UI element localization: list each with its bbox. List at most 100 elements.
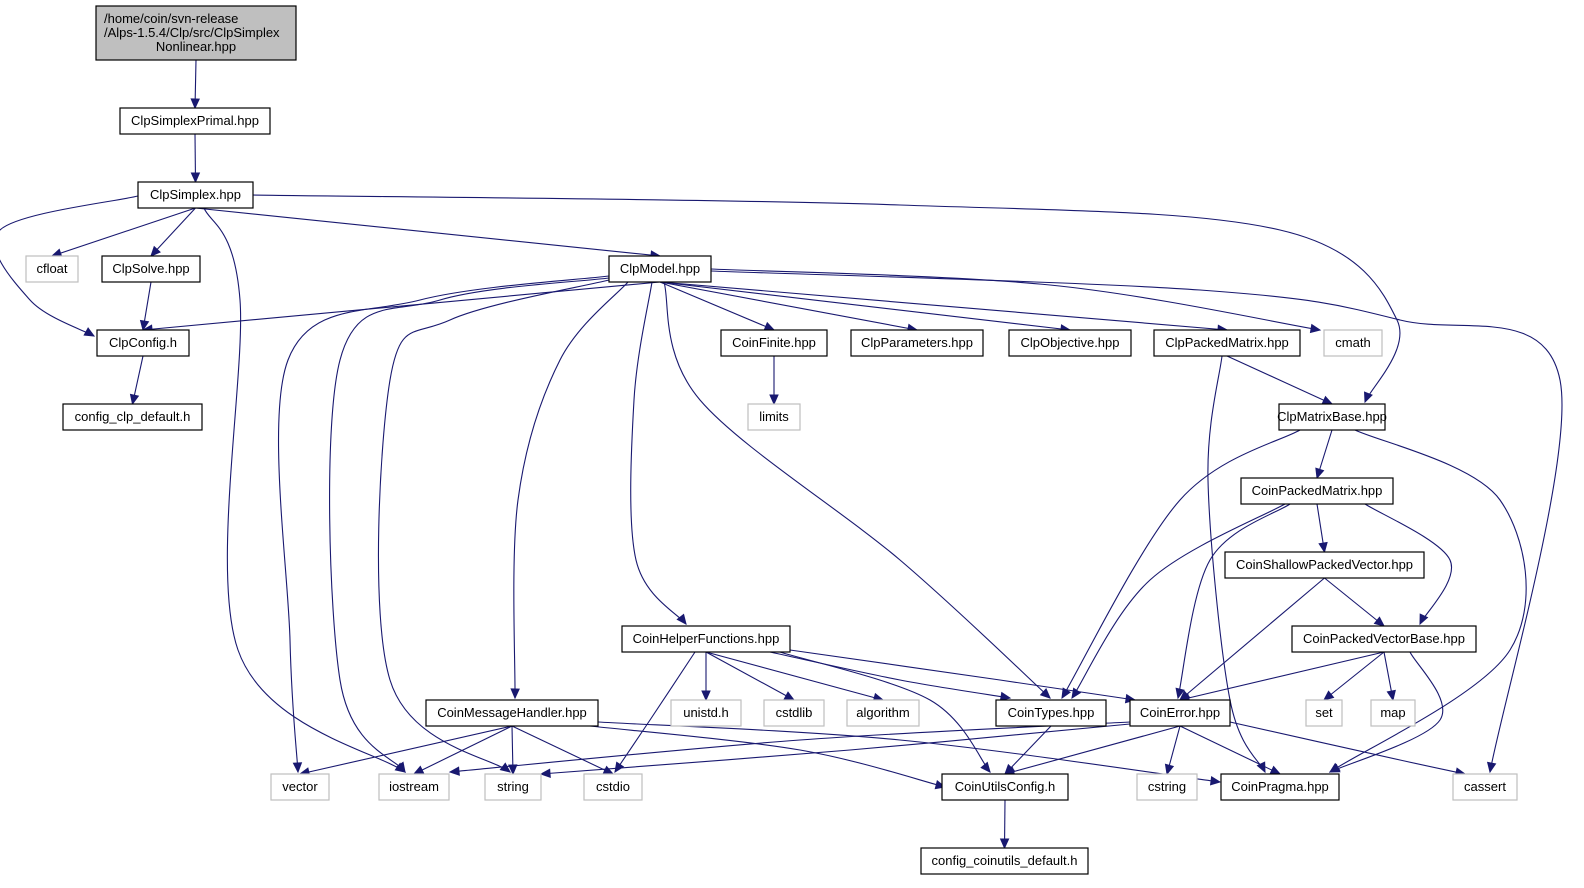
node-box: [25, 255, 79, 283]
node-label: config_clp_default.h: [75, 409, 191, 424]
node-config-coinutils-default[interactable]: config_coinutils_default.h: [920, 847, 1089, 875]
node-box: [137, 181, 254, 209]
node-algorithm: algorithm: [846, 699, 920, 727]
edge-line: [299, 725, 513, 775]
edge-arrowhead: [1419, 613, 1429, 626]
edge-line: [511, 725, 614, 775]
node-coin-pragma[interactable]: CoinPragma.hpp: [1220, 773, 1340, 801]
edge-coin-helper-functions-to-cstdio: [614, 651, 696, 774]
node-label: unistd.h: [683, 705, 729, 720]
edge-arrowhead: [508, 764, 518, 776]
node-clp-simplex[interactable]: ClpSimplex.hpp: [137, 181, 254, 209]
edge-line: [1226, 355, 1333, 405]
edge-arrowhead: [1486, 761, 1497, 774]
node-clp-packed-matrix[interactable]: ClpPackedMatrix.hpp: [1153, 329, 1301, 357]
node-box: [62, 403, 203, 431]
node-label: CoinTypes.hpp: [1008, 705, 1095, 720]
node-box: [425, 699, 599, 727]
edge-clp-simplex-to-clp-config: [0, 195, 139, 337]
node-coin-helper-functions[interactable]: CoinHelperFunctions.hpp: [621, 625, 791, 653]
node-root[interactable]: /home/coin/svn-release/Alps-1.5.4/Clp/sr…: [95, 5, 297, 61]
edge-arrowhead: [1323, 690, 1335, 701]
node-label: CoinMessageHandler.hpp: [437, 705, 587, 720]
node-label: string: [497, 779, 529, 794]
node-label: CoinShallowPackedVector.hpp: [1236, 557, 1413, 572]
node-coin-packed-matrix[interactable]: CoinPackedMatrix.hpp: [1240, 477, 1394, 505]
edge-arrowhead: [1321, 395, 1334, 405]
node-box: [747, 403, 801, 431]
edge-line: [789, 649, 1136, 701]
edge-line: [1364, 503, 1453, 625]
node-coin-utils-config[interactable]: CoinUtilsConfig.h: [941, 773, 1069, 801]
node-config-clp-default[interactable]: config_clp_default.h: [62, 403, 203, 431]
edge-coin-helper-functions-to-coin-utils-config: [779, 651, 991, 773]
node-coin-message-handler[interactable]: CoinMessageHandler.hpp: [425, 699, 599, 727]
node-clp-objective[interactable]: ClpObjective.hpp: [1008, 329, 1132, 357]
edge-coin-message-handler-to-coin-utils-config: [589, 725, 947, 790]
node-label: cmath: [1335, 335, 1370, 350]
edge-line: [659, 281, 1228, 331]
node-clp-simplex-primal[interactable]: ClpSimplexPrimal.hpp: [119, 107, 271, 135]
node-label: cstdio: [596, 779, 630, 794]
node-label: CoinPackedMatrix.hpp: [1252, 483, 1383, 498]
edge-line: [0, 195, 139, 337]
edge-coin-shallow-packed-vector-to-coin-packed-vector-base: [1324, 577, 1385, 627]
node-box: [1278, 403, 1386, 431]
edge-arrowhead: [129, 393, 140, 406]
edge-line: [1329, 651, 1444, 773]
node-clp-solve[interactable]: ClpSolve.hpp: [101, 255, 201, 283]
edge-coin-helper-functions-to-unistd: [701, 652, 711, 702]
edge-arrowhead: [448, 766, 460, 776]
node-coin-shallow-packed-vector[interactable]: CoinShallowPackedVector.hpp: [1224, 551, 1425, 579]
node-box: [1220, 773, 1340, 801]
node-clp-config[interactable]: ClpConfig.h: [96, 329, 190, 357]
edge-coin-message-handler-to-string: [508, 725, 518, 776]
edge-line: [540, 723, 1131, 775]
node-coin-finite[interactable]: CoinFinite.hpp: [720, 329, 828, 357]
edge-clp-solve-to-clp-config: [139, 281, 152, 332]
edge-clp-simplex-to-clp-matrix-base: [252, 194, 1401, 404]
node-clp-matrix-base[interactable]: ClpMatrixBase.hpp: [1277, 403, 1387, 431]
node-label: cstdlib: [776, 705, 813, 720]
node-box: [119, 107, 271, 135]
edge-clp-config-to-config-clp-default: [129, 355, 144, 406]
edge-arrowhead: [412, 765, 425, 775]
node-vector: vector: [270, 773, 330, 801]
edge-arrowhead: [1318, 541, 1328, 554]
edge-line: [377, 279, 610, 773]
node-label: algorithm: [856, 705, 909, 720]
edge-line: [449, 721, 1131, 773]
edge-coin-helper-functions-to-coin-error: [789, 649, 1137, 704]
node-box: [995, 699, 1107, 727]
edge-line: [659, 281, 918, 331]
node-box: [1008, 329, 1132, 357]
node-box: [96, 329, 190, 357]
node-label: config_coinutils_default.h: [932, 853, 1078, 868]
edge-clp-model-to-coin-types: [663, 281, 1051, 699]
edge-arrowhead: [1386, 689, 1396, 702]
edge-line: [413, 725, 513, 775]
node-label: CoinError.hpp: [1140, 705, 1220, 720]
edge-line: [51, 207, 196, 257]
node-box: [763, 699, 825, 727]
node-label: ClpParameters.hpp: [861, 335, 973, 350]
node-box: [1323, 329, 1383, 357]
node-coin-error[interactable]: CoinError.hpp: [1129, 699, 1231, 727]
edge-coin-error-to-coin-pragma: [1179, 725, 1282, 775]
node-clp-parameters[interactable]: ClpParameters.hpp: [850, 329, 984, 357]
edge-arrowhead: [139, 319, 150, 332]
node-box: [484, 773, 542, 801]
edge-arrowhead: [1164, 763, 1175, 776]
edge-line: [150, 207, 196, 257]
edge-line: [1179, 651, 1385, 701]
node-clp-model[interactable]: ClpModel.hpp: [608, 255, 712, 283]
node-map: map: [1370, 699, 1416, 727]
edge-arrowhead: [1309, 323, 1322, 334]
node-label: cfloat: [36, 261, 67, 276]
node-label: CoinUtilsConfig.h: [955, 779, 1055, 794]
node-coin-types[interactable]: CoinTypes.hpp: [995, 699, 1107, 727]
edge-coin-message-handler-to-coin-pragma: [597, 721, 1222, 786]
node-box: [1452, 773, 1518, 801]
node-cmath: cmath: [1323, 329, 1383, 357]
node-coin-packed-vector-base[interactable]: CoinPackedVectorBase.hpp: [1291, 625, 1477, 653]
